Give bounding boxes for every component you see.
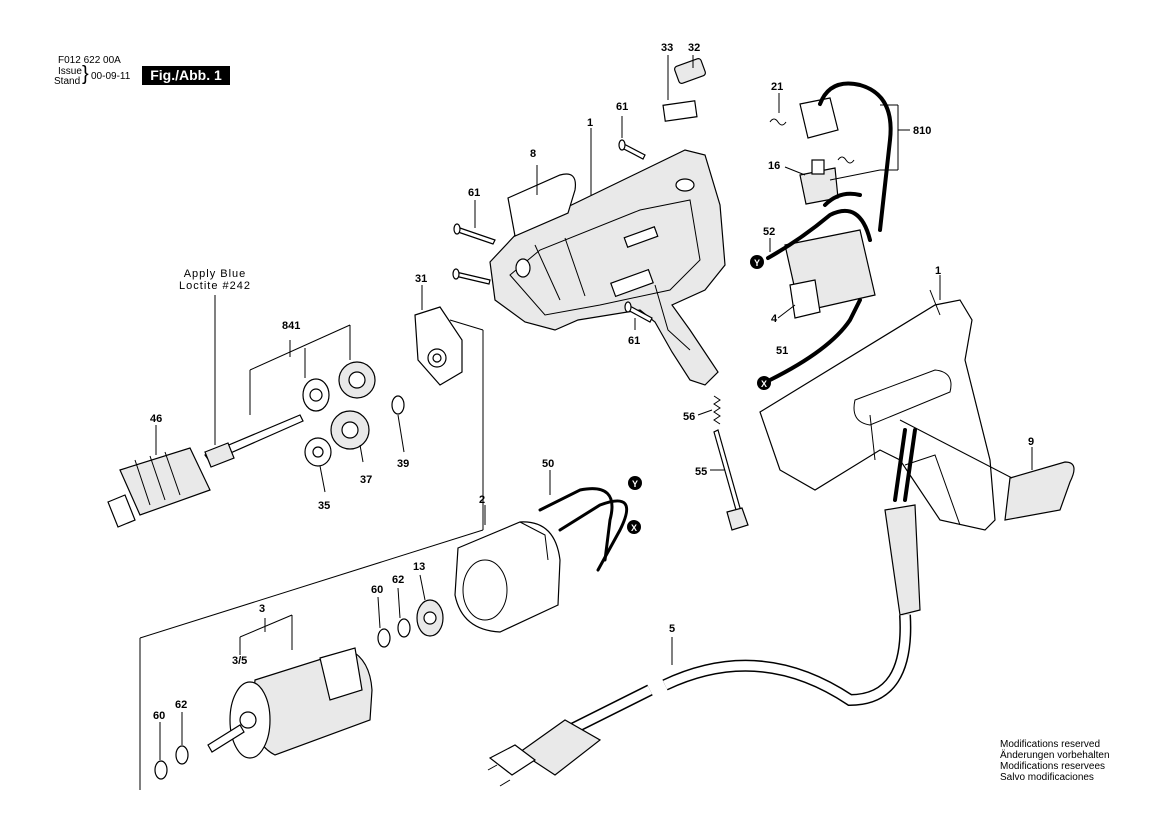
part-label-61-handle: 61 — [628, 335, 640, 347]
field-wires-50 — [538, 470, 629, 572]
part-label-61-top: 61 — [616, 101, 628, 113]
part-label-8: 8 — [530, 148, 536, 160]
spindle — [204, 414, 304, 468]
wire-marker-y-text: Y — [754, 258, 760, 268]
stator-2 — [454, 505, 561, 633]
part-label-1-left: 1 — [587, 117, 593, 129]
commutator-fan-13 — [416, 574, 444, 637]
bearing-35 — [304, 437, 332, 493]
issue-date: 00-09-11 — [91, 71, 131, 82]
screw-61-handle — [624, 301, 653, 330]
part-label-2: 2 — [479, 494, 485, 506]
spring-rod-55-56 — [697, 395, 749, 531]
part-label-33: 33 — [661, 42, 673, 54]
part-label-9: 9 — [1028, 436, 1034, 448]
part-label-32: 32 — [688, 42, 700, 54]
part-label-21: 21 — [771, 81, 783, 93]
modifications-en: Modifications reserved — [1000, 739, 1101, 750]
part-label-35: 35 — [318, 500, 330, 512]
gear-37 — [330, 410, 370, 463]
washers-60-62-upper — [377, 587, 411, 648]
armature-3 — [207, 614, 373, 759]
brush-holder-33-32 — [662, 55, 706, 122]
part-label-3: 3 — [259, 603, 265, 615]
part-label-841: 841 — [282, 320, 300, 332]
part-label-62-lower: 62 — [175, 699, 187, 711]
washer-39 — [391, 395, 405, 453]
issue-label: Issue — [58, 66, 82, 77]
screw-61-top — [618, 116, 646, 160]
part-label-1-right: 1 — [935, 265, 941, 277]
stand-label: Stand — [54, 76, 81, 87]
part-label-56: 56 — [683, 411, 695, 423]
wire-marker-x-text: X — [761, 379, 767, 389]
wire-marker-x-stator-text: X — [631, 523, 637, 533]
part-label-55: 55 — [695, 466, 707, 478]
part-label-810: 810 — [913, 125, 931, 137]
part-label-3-5: 3/5 — [232, 655, 247, 667]
document-number: F012 622 00A — [58, 55, 121, 66]
washers-60-62-lower — [154, 712, 189, 780]
part-label-50: 50 — [542, 458, 554, 470]
part-label-61-mid: 61 — [468, 187, 480, 199]
gear-group-frame — [139, 319, 484, 790]
part-label-5: 5 — [669, 623, 675, 635]
loctite-note-line1: Apply Blue — [183, 268, 247, 280]
bearing-plate-31 — [414, 285, 463, 386]
screw-61-mid — [453, 200, 496, 245]
brace-glyph: } — [82, 63, 89, 85]
part-label-62-upper: 62 — [392, 574, 404, 586]
part-label-52: 52 — [763, 226, 775, 238]
modifications-de: Änderungen vorbehalten — [1000, 750, 1110, 761]
wire-marker-y-stator-text: Y — [632, 479, 638, 489]
part-label-46: 46 — [150, 413, 162, 425]
housing-half-left — [489, 149, 726, 386]
chuck-46 — [107, 425, 211, 528]
screw-61-low — [452, 268, 491, 285]
part-label-31: 31 — [415, 273, 427, 285]
part-label-39: 39 — [397, 458, 409, 470]
modifications-fr: Modifications reservees — [1000, 761, 1106, 772]
label-plate-8 — [507, 165, 577, 237]
modifications-es: Salvo modificaciones — [1000, 772, 1094, 783]
part-label-60-upper: 60 — [371, 584, 383, 596]
housing-half-right — [759, 289, 1075, 531]
power-cord-5 — [487, 428, 921, 787]
wire-marker-y-stator: Y — [628, 476, 642, 490]
wire-marker-x-stator: X — [627, 520, 641, 534]
part-label-60-lower: 60 — [153, 710, 165, 722]
switch-assembly — [766, 81, 910, 382]
figure-label: Fig./Abb. 1 — [142, 66, 230, 85]
part-label-37: 37 — [360, 474, 372, 486]
part-label-16: 16 — [768, 160, 780, 172]
part-label-51: 51 — [776, 345, 788, 357]
group-841-bracket — [214, 295, 351, 445]
wire-marker-x-switch: X — [757, 376, 771, 390]
loctite-note-line2: Loctite #242 — [179, 280, 251, 292]
loctite-note: Apply Blue Loctite #242 — [160, 268, 270, 292]
modifications-note: Modifications reserved Änderungen vorbeh… — [1000, 739, 1110, 783]
wire-marker-y-switch: Y — [750, 255, 764, 269]
part-label-13: 13 — [413, 561, 425, 573]
part-label-4: 4 — [771, 313, 778, 325]
gear-841-upper — [302, 361, 376, 412]
